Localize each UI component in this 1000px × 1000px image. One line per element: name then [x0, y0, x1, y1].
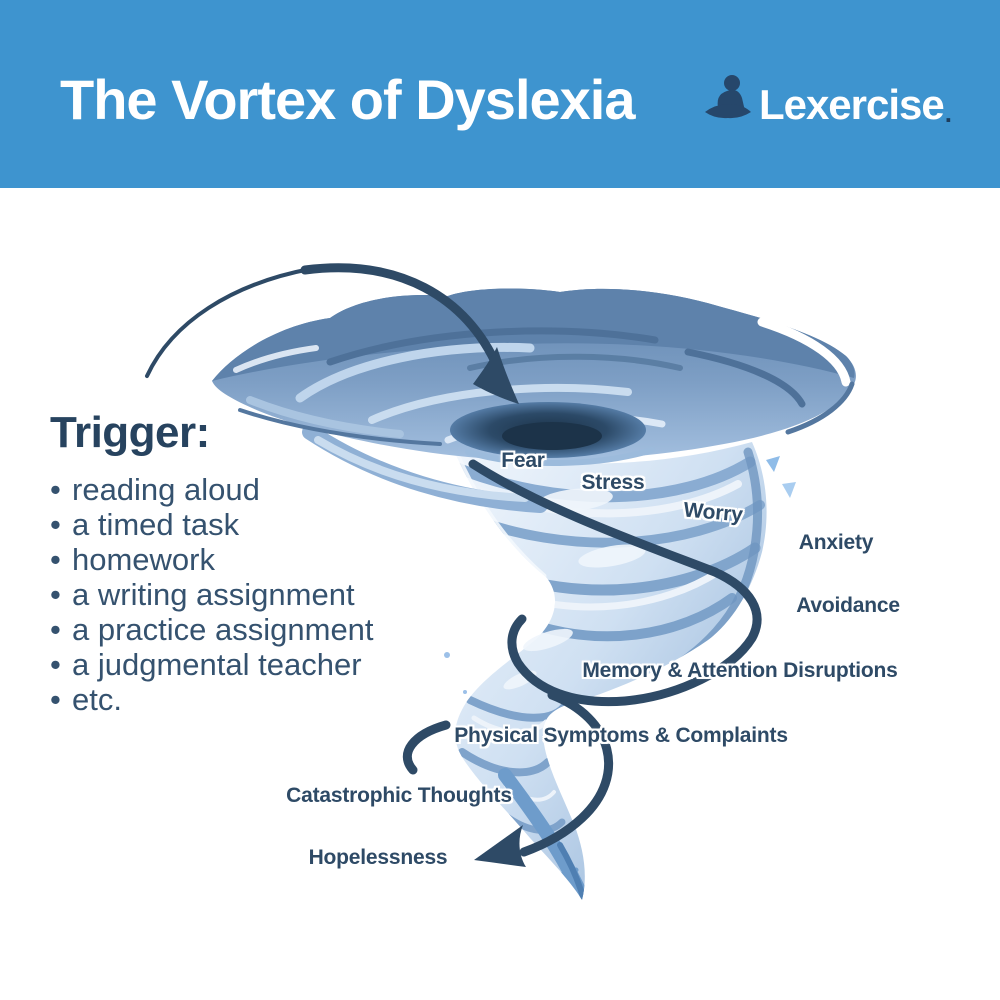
page-title: The Vortex of Dyslexia — [60, 67, 636, 131]
vortex-label-stress: Stress — [581, 471, 645, 494]
spiral-arrow-middle — [468, 459, 762, 707]
bullet: • — [50, 682, 61, 717]
trigger-item: •a writing assignment — [50, 577, 355, 612]
trigger-item: •reading aloud — [50, 472, 260, 507]
vortex-label-hopelessness: Hopelessness — [308, 846, 448, 869]
trigger-list: •reading aloud •a timed task •homework •… — [50, 472, 374, 717]
bullet: • — [50, 577, 61, 612]
bullet: • — [50, 472, 61, 507]
trigger-item: •a judgmental teacher — [50, 647, 362, 682]
trigger-item: •a timed task — [50, 507, 240, 542]
spiral-arrow-bottom — [402, 690, 613, 867]
lexercise-logo: Lexercise . — [701, 73, 952, 126]
bullet: • — [50, 647, 61, 682]
bullet: • — [50, 542, 61, 577]
trigger-heading: Trigger: — [50, 408, 210, 457]
vortex-label-memory: Memory & Attention Disruptions — [582, 659, 898, 682]
trigger-block: Trigger: •reading aloud •a timed task •h… — [50, 408, 374, 717]
vortex-label-avoidance: Avoidance — [796, 594, 900, 617]
brand-name: Lexercise — [758, 80, 945, 128]
vortex-label-anxiety: Anxiety — [798, 531, 874, 554]
trigger-item: •homework — [50, 542, 215, 577]
vortex-label-catastrophic: Catastrophic Thoughts — [286, 784, 512, 807]
trigger-item: •a practice assignment — [50, 612, 374, 647]
trigger-item: •etc. — [50, 682, 122, 717]
bullet: • — [50, 507, 61, 542]
brand-period: . — [944, 97, 952, 128]
reading-child-icon — [701, 73, 755, 124]
spiral-arrow-top — [145, 263, 519, 404]
bullet: • — [50, 612, 61, 647]
vortex-label-worry: Worry — [682, 498, 744, 527]
tornado-top-swirl — [212, 288, 856, 513]
vortex-label-fear: Fear — [501, 449, 545, 472]
header-band: The Vortex of Dyslexia Lexercise . — [0, 0, 1000, 188]
vortex-label-physical: Physical Symptoms & Complaints — [454, 724, 788, 747]
debris-specks — [444, 456, 796, 694]
